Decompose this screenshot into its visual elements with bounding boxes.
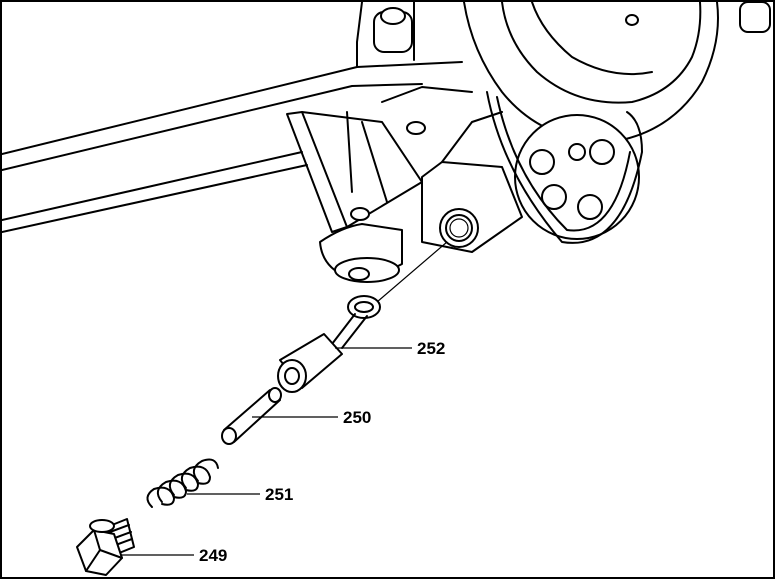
assembly-axis — [376, 241, 448, 303]
callout-label-250: 250 — [343, 408, 371, 427]
callout-label-251: 251 — [265, 485, 293, 504]
part-screw-plug-249 — [76, 518, 135, 576]
leader-lines — [120, 347, 412, 556]
callout-label-252: 252 — [417, 339, 445, 358]
upper-bosses — [373, 2, 771, 53]
part-spring-251 — [146, 458, 219, 508]
frame-rails — [2, 2, 473, 233]
sprocket-wheel — [463, 2, 719, 244]
callout-label-249: 249 — [199, 546, 227, 565]
pump-housing — [319, 111, 523, 283]
part-plunger-252 — [277, 295, 381, 393]
part-pin-250 — [221, 387, 282, 445]
mount-bracket — [286, 111, 426, 233]
